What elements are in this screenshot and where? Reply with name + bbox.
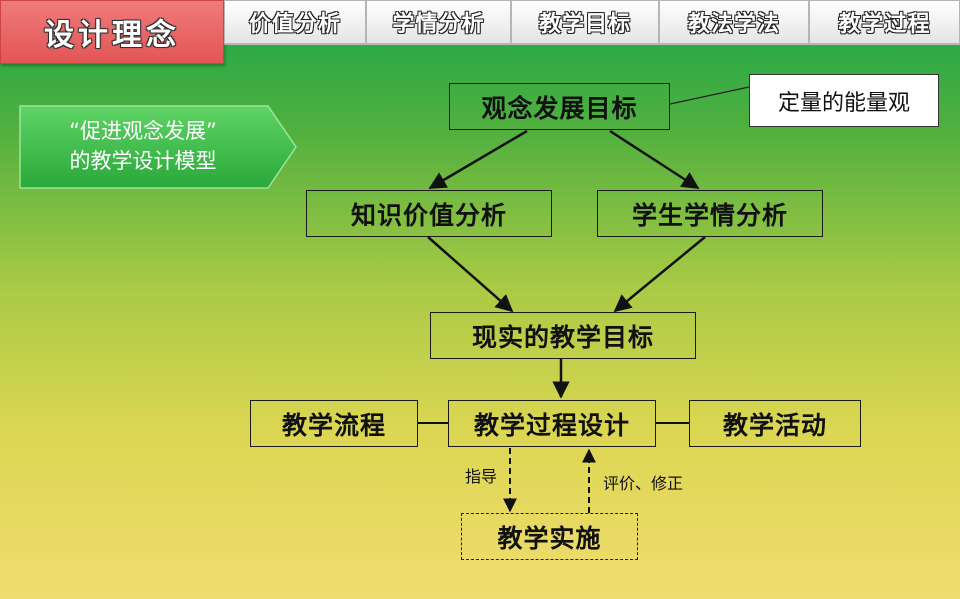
- section-title-badge: 设计理念: [0, 0, 224, 64]
- teaching-implementation-box: 教学实施: [461, 513, 638, 560]
- tab-value-analysis[interactable]: 价值分析: [224, 0, 366, 44]
- model-title-badge: “促进观念发展” 的教学设计模型: [18, 104, 298, 190]
- arrow-goal-to-student: [609, 129, 700, 190]
- model-badge-arrow-shape: [19, 105, 297, 189]
- tab-teaching-process[interactable]: 教学过程: [809, 0, 960, 44]
- arrow-student-to-real-goal: [613, 236, 706, 313]
- teaching-flow-box: 教学流程: [250, 400, 418, 447]
- note-connector-line: [669, 86, 750, 105]
- model-badge-line-1: “促进观念发展”: [69, 119, 217, 143]
- student-analysis-box: 学生学情分析: [597, 190, 823, 237]
- tab-teaching-methods[interactable]: 教法学法: [659, 0, 809, 44]
- realistic-teaching-goal-box: 现实的教学目标: [430, 312, 696, 359]
- knowledge-value-analysis-box: 知识价值分析: [306, 190, 552, 237]
- evaluate-revise-label: 评价、修正: [603, 474, 684, 493]
- model-badge-line-2: 的教学设计模型: [69, 149, 217, 173]
- teaching-activity-box: 教学活动: [689, 400, 861, 447]
- teaching-process-design-box: 教学过程设计: [448, 400, 656, 447]
- tab-teaching-goals[interactable]: 教学目标: [511, 0, 659, 44]
- arrow-goal-to-knowledge: [428, 129, 528, 190]
- arrow-knowledge-to-real-goal: [427, 236, 514, 313]
- concept-development-goal-box: 观念发展目标: [449, 83, 670, 130]
- tab-student-analysis[interactable]: 学情分析: [366, 0, 511, 44]
- guide-label: 指导: [465, 467, 498, 486]
- quantitative-energy-view-note: 定量的能量观: [749, 74, 939, 127]
